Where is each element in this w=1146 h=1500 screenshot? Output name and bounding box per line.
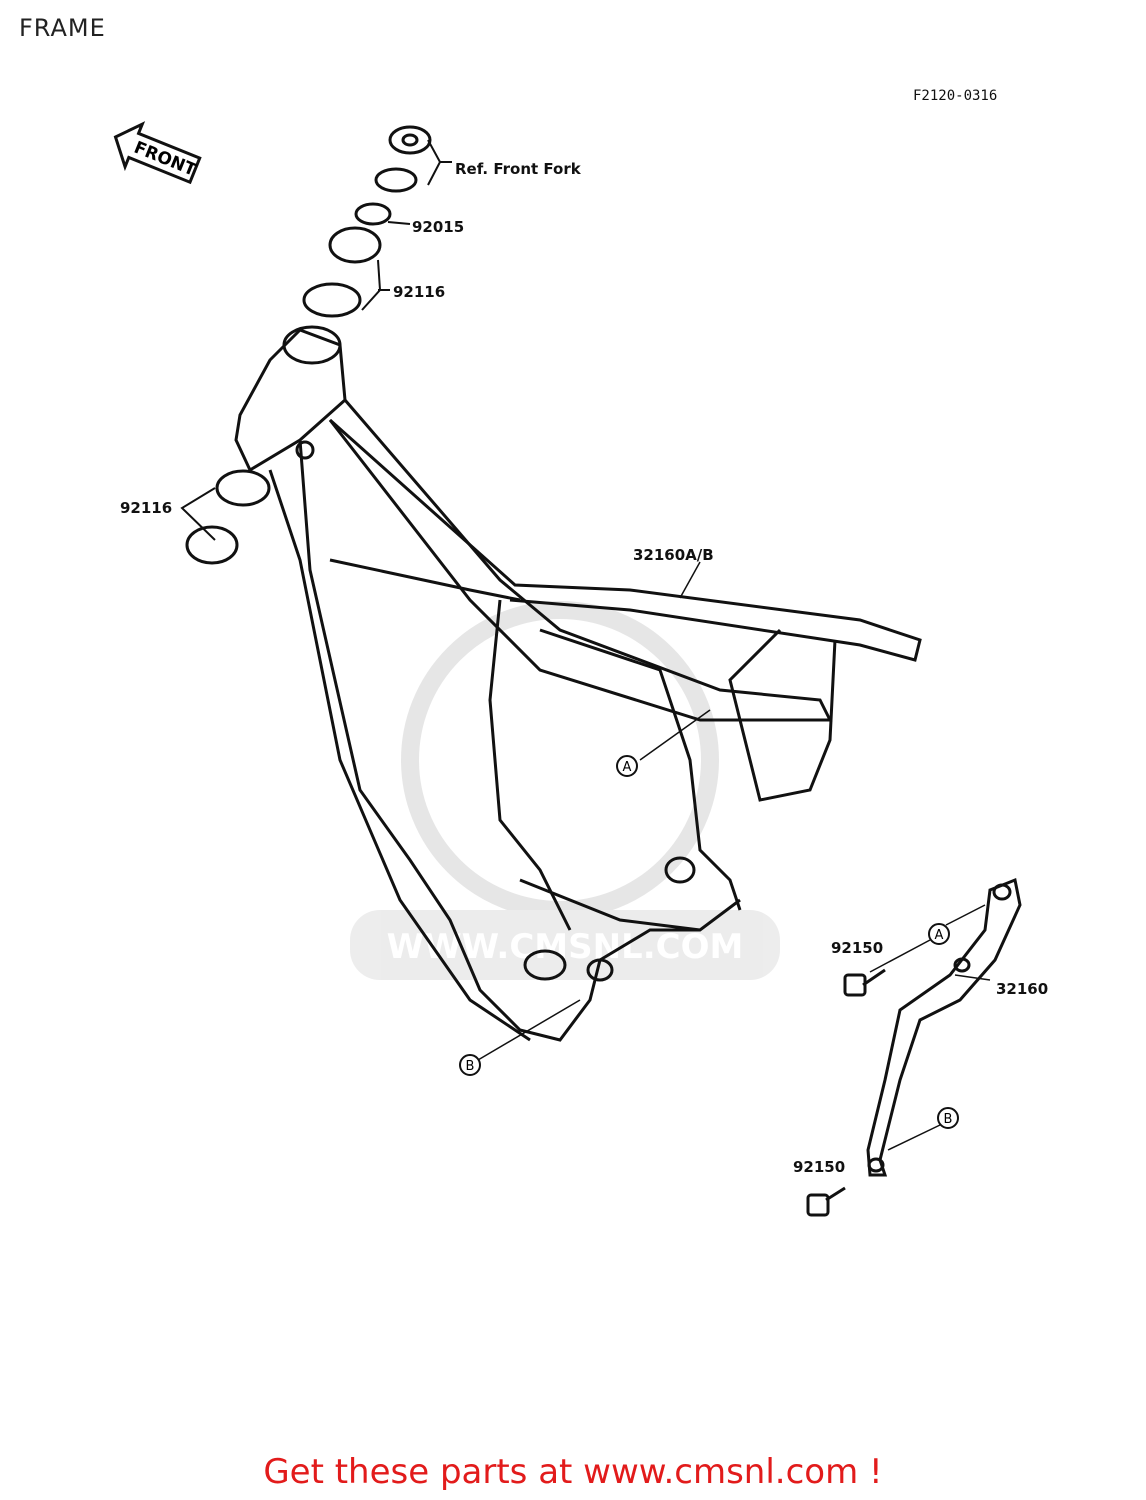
main-frame [234, 325, 922, 1042]
bracket-32160 [866, 877, 1022, 1177]
label-92116-left: 92116 [120, 499, 172, 517]
bolt-92150-b-icon [806, 1186, 846, 1217]
lower-race-icon [215, 469, 271, 507]
label-32160: 32160 [996, 980, 1048, 998]
watermark-logo: WWW.CMSNL.COM [350, 601, 780, 980]
steering-bearing-parts [185, 125, 432, 565]
label-ref-front-fork: Ref. Front Fork [455, 160, 582, 178]
upper-race-icon [302, 282, 362, 318]
label-32160ab: 32160A/B [633, 546, 714, 564]
label-92015: 92015 [412, 218, 464, 236]
page-title: FRAME [19, 14, 106, 42]
svg-text:A: A [623, 760, 632, 775]
label-92116-top: 92116 [393, 283, 445, 301]
cta-link[interactable]: Get these parts at www.cmsnl.com ! [263, 1452, 883, 1492]
frame-diagram: WWW.CMSNL.COM FRONT [113, 121, 1048, 1217]
front-arrow-icon: FRONT [113, 121, 202, 185]
svg-text:B: B [944, 1112, 953, 1127]
svg-text:B: B [466, 1059, 475, 1074]
stem-washer-icon [374, 167, 418, 193]
label-92150-b: 92150 [793, 1158, 845, 1176]
diagram-code: F2120-0316 [913, 88, 998, 104]
bolt-92150-a-icon [843, 968, 886, 997]
marker-b2: B [937, 1107, 959, 1129]
marker-b1: B [459, 1054, 481, 1076]
bearing-seal-icon [354, 202, 392, 226]
marker-a1: A [616, 755, 638, 777]
upper-bearing-icon [328, 226, 382, 264]
marker-a2: A [928, 923, 950, 945]
label-92150-a: 92150 [831, 939, 883, 957]
svg-text:A: A [935, 928, 944, 943]
lower-bearing-icon [185, 525, 239, 565]
